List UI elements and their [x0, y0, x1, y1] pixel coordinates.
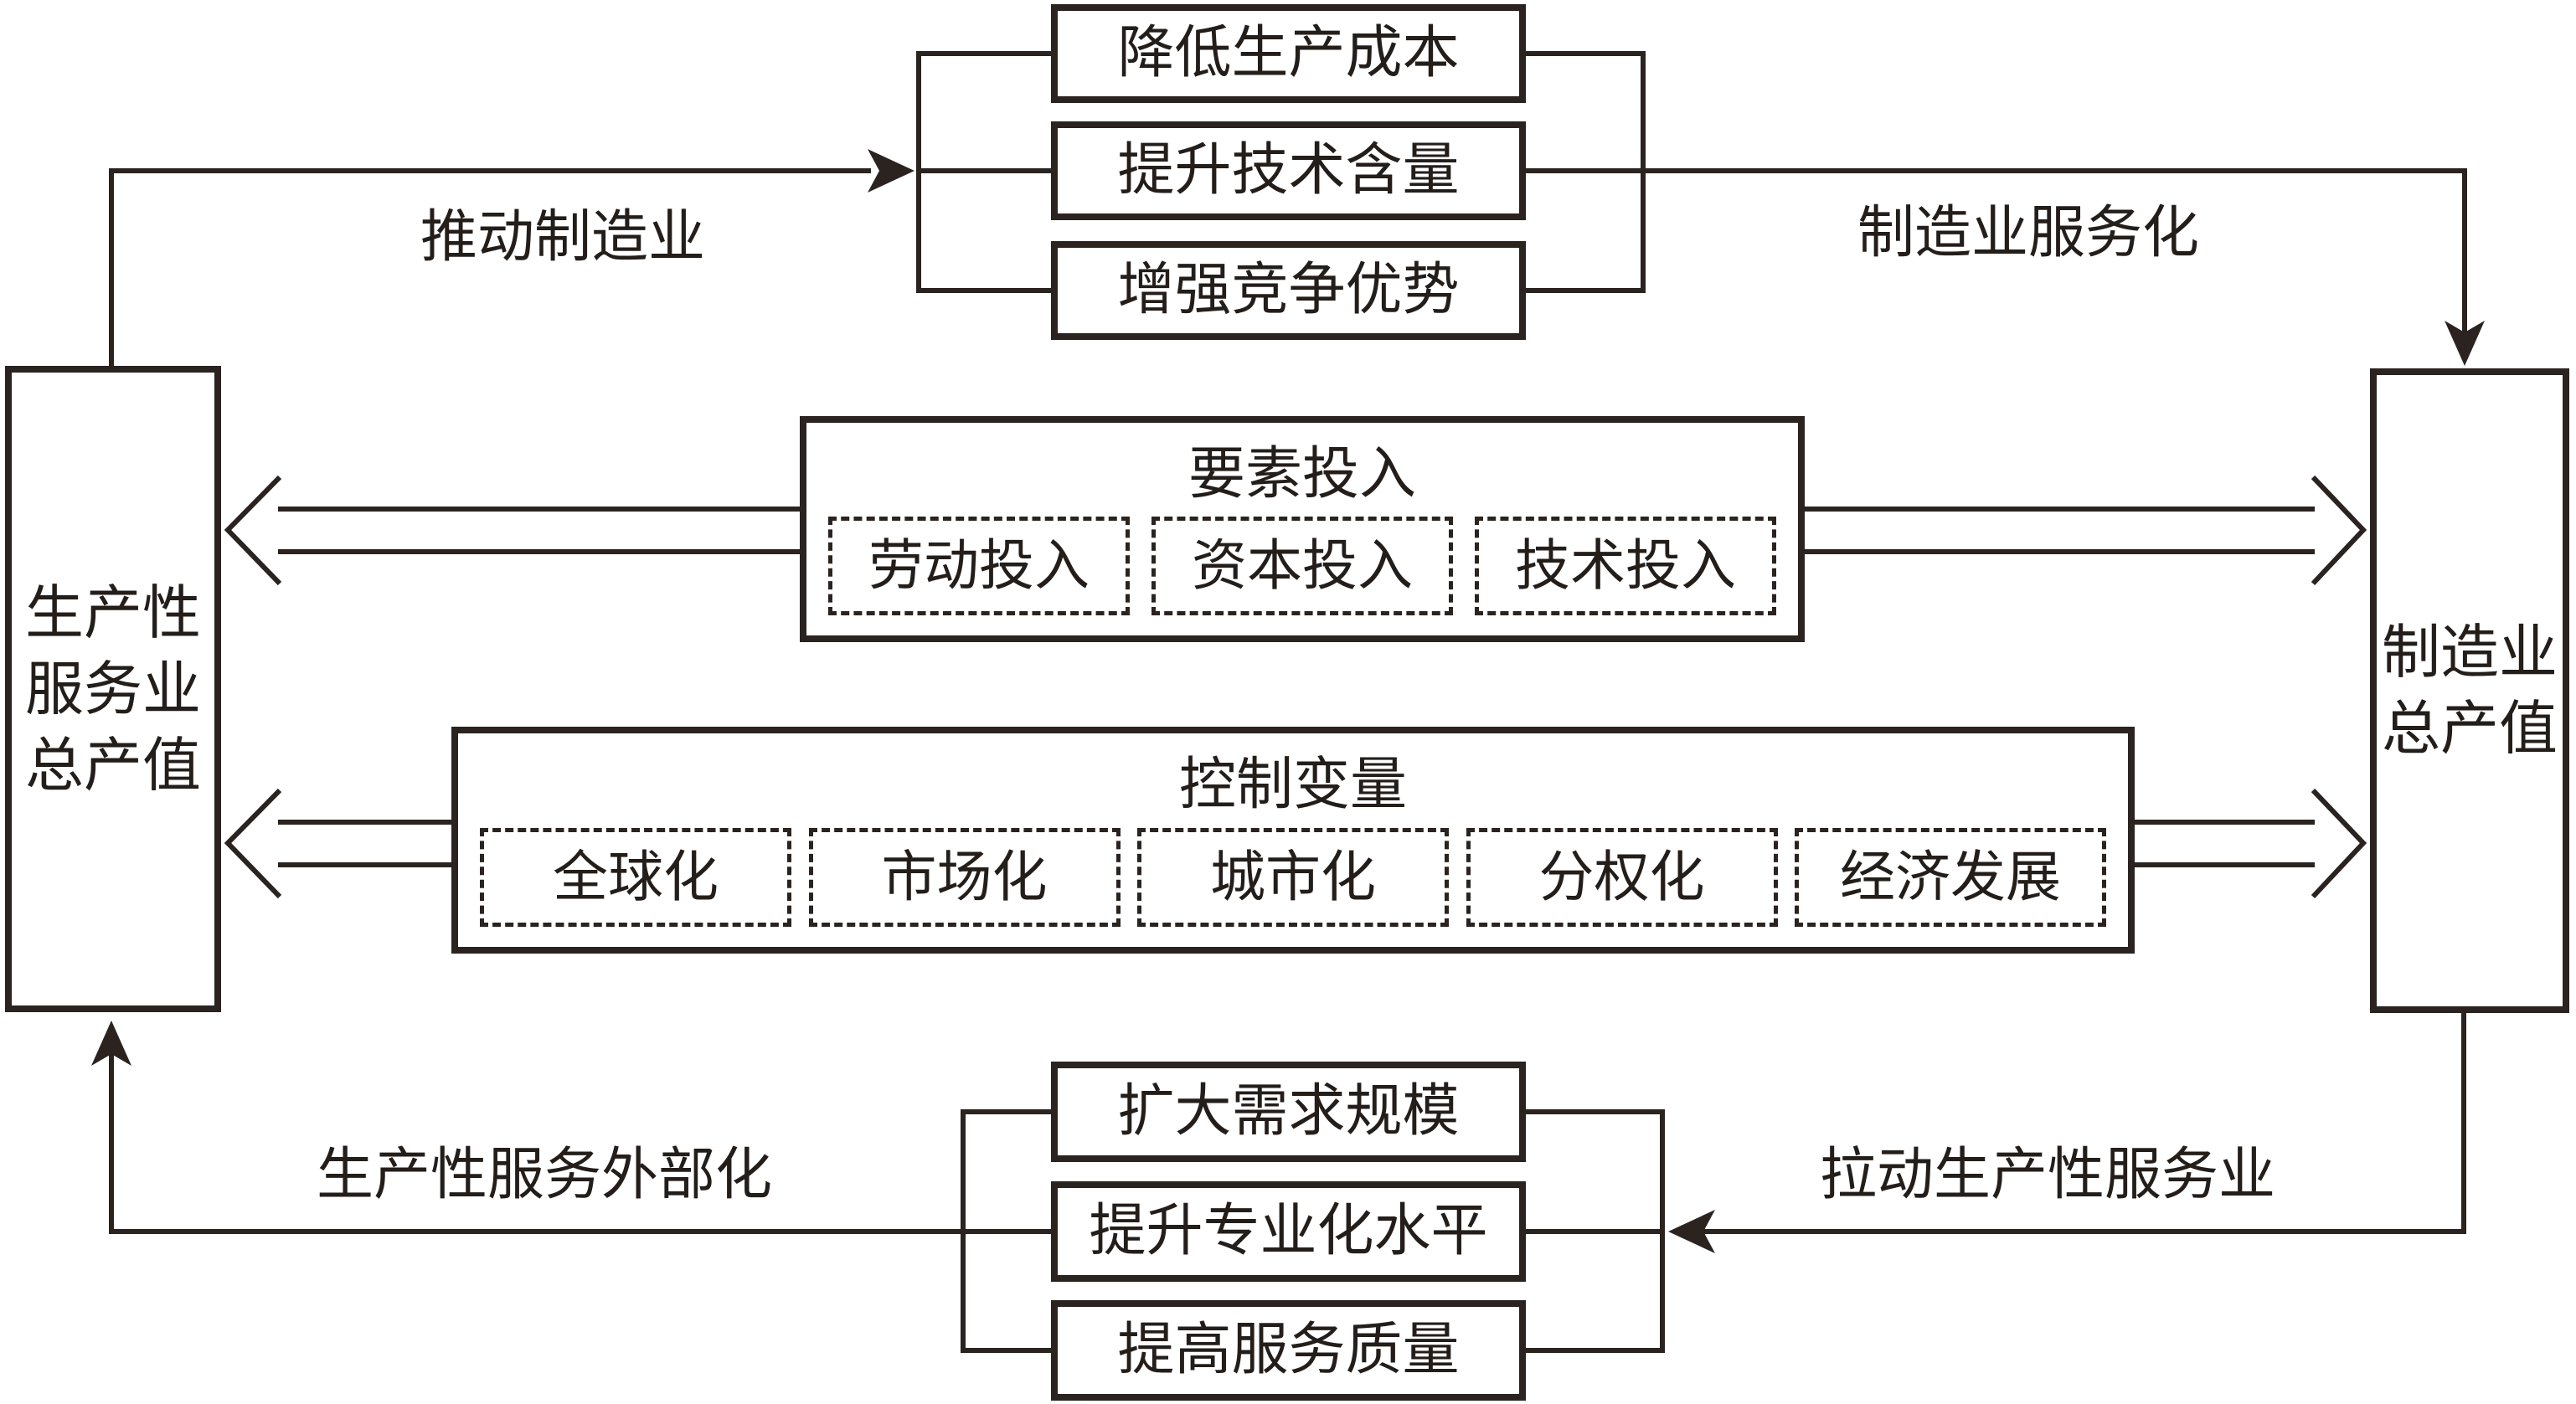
control-arrow-right-head	[2311, 788, 2367, 899]
bottom-effect-box-3: 提高服务质量	[1051, 1300, 1526, 1401]
bottom-effect-label-2: 提升专业化水平	[1089, 1198, 1488, 1264]
top-effect-label-1: 降低生产成本	[1117, 20, 1460, 86]
factor-item-labor: 劳动投入	[828, 517, 1130, 615]
factor-inputs-items: 劳动投入 资本投入 技术投入	[828, 517, 1776, 615]
control-item-globalization-label: 全球化	[553, 845, 719, 909]
factor-inputs-group: 要素投入 劳动投入 资本投入 技术投入	[800, 416, 1805, 642]
externalization-arrowhead	[91, 1021, 131, 1066]
producer-services-label: 生产性 服务业 总产值	[25, 578, 201, 800]
control-item-decentralization-label: 分权化	[1538, 845, 1705, 909]
top-effect-label-2: 提升技术含量	[1117, 137, 1460, 203]
factor-item-technology: 技术投入	[1475, 517, 1776, 615]
control-item-urbanization: 城市化	[1137, 828, 1449, 927]
bottom-left-bracket	[961, 1109, 1051, 1353]
control-item-decentralization: 分权化	[1466, 828, 1778, 927]
bottom-effect-label-1: 扩大需求规模	[1117, 1078, 1460, 1144]
pull-services-arrowhead	[1668, 1210, 1715, 1253]
control-item-marketization: 市场化	[808, 828, 1121, 927]
top-effect-box-1: 降低生产成本	[1051, 4, 1526, 103]
top-effect-box-3: 增强竞争优势	[1051, 241, 1526, 340]
control-arrow-left-head	[224, 788, 282, 899]
control-variables-group: 控制变量 全球化 市场化 城市化 分权化 经济发展	[451, 727, 2135, 954]
factor-item-technology-label: 技术投入	[1515, 533, 1736, 598]
control-item-economic-development-label: 经济发展	[1840, 845, 2061, 909]
manufacturing-node: 制造业 总产值	[2370, 368, 2569, 1013]
externalization-label: 生产性服务外部化	[316, 1142, 773, 1208]
control-arrow-left-shaft	[278, 820, 451, 867]
top-left-bracket	[916, 51, 1051, 293]
control-variables-title: 控制变量	[1178, 752, 1407, 818]
control-variables-items: 全球化 市场化 城市化 分权化 经济发展	[480, 828, 2106, 927]
bottom-effect-label-3: 提高服务质量	[1117, 1317, 1460, 1383]
bottom-right-bracket	[1526, 1109, 1665, 1353]
pull-services-line	[1702, 1013, 2466, 1234]
externalization-line	[109, 1053, 963, 1234]
push-manufacturing-line	[109, 168, 871, 366]
control-item-globalization: 全球化	[480, 828, 791, 927]
factor-arrow-right-head	[2311, 475, 2367, 586]
factor-item-capital-label: 资本投入	[1192, 533, 1413, 598]
serviceization-arrowhead	[2445, 321, 2485, 366]
serviceization-line	[1643, 168, 2467, 335]
top-effect-box-2: 提升技术含量	[1051, 121, 1526, 220]
bottom-effect-box-1: 扩大需求规模	[1051, 1062, 1526, 1162]
manufacturing-label: 制造业 总产值	[2382, 618, 2558, 763]
serviceization-label: 制造业服务化	[1857, 200, 2200, 266]
top-effect-label-3: 增强竞争优势	[1117, 257, 1460, 323]
factor-arrow-left-head	[224, 475, 282, 586]
push-manufacturing-arrowhead	[868, 149, 914, 193]
pull-services-label: 拉动生产性服务业	[1819, 1142, 2276, 1208]
bottom-effect-box-2: 提升专业化水平	[1051, 1181, 1526, 1282]
producer-services-node: 生产性 服务业 总产值	[5, 366, 221, 1012]
control-item-economic-development: 经济发展	[1795, 828, 2106, 927]
control-item-urbanization-label: 城市化	[1210, 845, 1376, 909]
factor-arrow-right-shaft	[1805, 507, 2315, 554]
control-arrow-right-shaft	[2135, 820, 2315, 867]
factor-item-capital: 资本投入	[1151, 517, 1453, 615]
factor-inputs-title: 要素投入	[1188, 441, 1416, 507]
factor-item-labor-label: 劳动投入	[868, 533, 1090, 598]
control-item-marketization-label: 市场化	[881, 845, 1048, 909]
factor-arrow-left-shaft	[278, 507, 800, 554]
top-right-bracket	[1526, 51, 1646, 293]
push-manufacturing-label: 推动制造业	[420, 204, 706, 270]
